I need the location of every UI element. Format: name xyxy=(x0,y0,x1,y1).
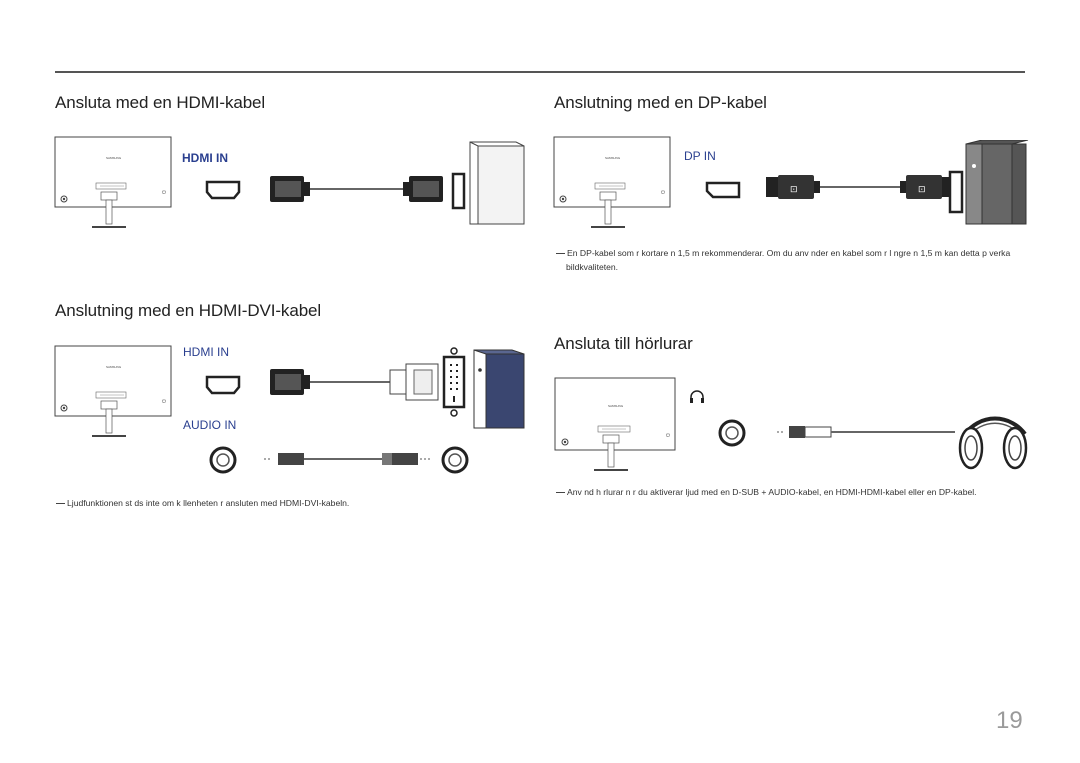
hdmi-dvi-section-title: Anslutning med en HDMI-DVI-kabel xyxy=(55,301,322,320)
monitor-brand: SAMSUNG xyxy=(605,156,621,160)
hdmi-section-title: Ansluta med en HDMI-kabel xyxy=(55,93,266,112)
dp-in-label: DP IN xyxy=(684,149,716,163)
svg-text:⏻: ⏻ xyxy=(162,399,166,405)
top-rule xyxy=(55,71,1025,73)
monitor-rear-icon: SAMSUNG ⏻ xyxy=(54,136,172,228)
dp-note-line2: bildkvaliteten. xyxy=(566,262,619,272)
monitor-rear-icon: SAMSUNG ⏻ xyxy=(553,136,671,228)
hdmi-port-icon xyxy=(205,180,241,200)
headphones-note-text: Anv nd h rlurar n r du aktiverar ljud me… xyxy=(567,487,977,497)
headphones-note: Anv nd h rlurar n r du aktiverar ljud me… xyxy=(556,484,977,501)
page-number: 19 xyxy=(996,707,1023,734)
hdmi-cable-icon xyxy=(270,176,443,202)
pc-dvi-icon xyxy=(442,347,525,429)
hdmi-dvi-note-text: Ljudfunktionen st ds inte om k llenheten… xyxy=(67,498,350,508)
svg-text:⏻: ⏻ xyxy=(666,433,670,439)
monitor-brand: SAMSUNG xyxy=(106,365,122,369)
headphones-section-title: Ansluta till hörlurar xyxy=(554,334,693,353)
audio-port-icon xyxy=(209,446,237,474)
monitor-brand: SAMSUNG xyxy=(608,404,624,408)
dp-note: En DP-kabel som r kortare n 1,5 m rekomm… xyxy=(556,245,1010,262)
monitor-rear-icon: SAMSUNG ⏻ xyxy=(554,377,676,471)
hdmi-in-label: HDMI IN xyxy=(182,151,228,165)
svg-text:⏻: ⏻ xyxy=(661,190,665,196)
pc-hdmi-icon xyxy=(451,141,525,225)
dp-port-icon xyxy=(705,181,741,199)
audio-port-icon xyxy=(441,446,469,474)
monitor-brand: SAMSUNG xyxy=(106,156,122,160)
svg-text:⊡: ⊡ xyxy=(790,184,798,194)
audio-port-icon xyxy=(718,419,746,447)
hdmi-in-label: HDMI IN xyxy=(183,345,229,359)
svg-text:⊡: ⊡ xyxy=(918,184,926,194)
hdmi-dvi-cable-icon xyxy=(270,363,439,401)
pc-dp-icon xyxy=(948,140,1029,225)
headphones-cable-icon xyxy=(777,416,1028,470)
hdmi-dvi-note: Ljudfunktionen st ds inte om k llenheten… xyxy=(56,495,349,512)
hdmi-port-icon xyxy=(205,375,241,395)
monitor-rear-icon: SAMSUNG ⏻ xyxy=(54,345,172,437)
dp-cable-icon: ⊡ ⊡ xyxy=(766,175,954,199)
audio-in-label: AUDIO IN xyxy=(183,418,237,432)
dp-note-line1: En DP-kabel som r kortare n 1,5 m rekomm… xyxy=(567,248,1011,258)
audio-cable-icon xyxy=(264,453,432,465)
svg-text:⏻: ⏻ xyxy=(162,190,166,196)
dp-section-title: Anslutning med en DP-kabel xyxy=(554,93,767,112)
headphone-icon xyxy=(690,390,704,403)
